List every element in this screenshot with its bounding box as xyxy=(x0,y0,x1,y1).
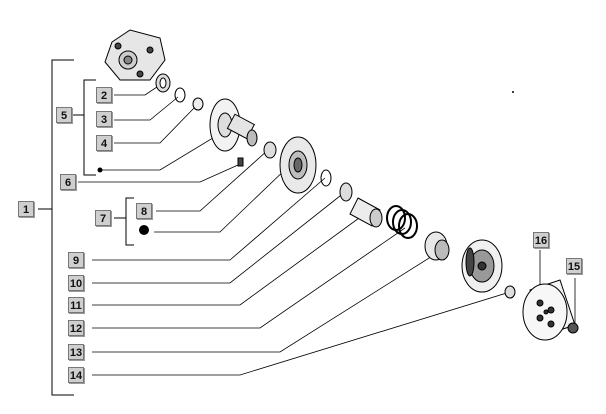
label-9: 9 xyxy=(68,252,84,268)
label-4: 4 xyxy=(96,135,112,151)
part-8-bushing xyxy=(263,141,277,159)
label-5: 5 xyxy=(56,107,72,123)
part-15-nut xyxy=(567,322,579,334)
part-10-washer xyxy=(339,182,353,202)
label-6: 6 xyxy=(60,174,76,190)
lubrication-dot-small xyxy=(97,167,103,173)
part-3-circlip xyxy=(174,87,186,103)
part-6-screw xyxy=(237,157,244,167)
leader-13 xyxy=(92,247,446,353)
label-11: 11 xyxy=(68,297,84,313)
leader-14 xyxy=(92,291,511,376)
bracket-lines xyxy=(38,59,134,396)
part-9-ring xyxy=(320,169,332,187)
label-1: 1 xyxy=(18,201,34,217)
label-7: 7 xyxy=(95,210,111,226)
leader-6 xyxy=(78,164,239,183)
bracket-1 xyxy=(51,59,74,396)
label-13: 13 xyxy=(68,344,84,360)
part-16-clutch-bell xyxy=(522,279,576,341)
parts xyxy=(104,29,579,341)
part-14-nut xyxy=(504,285,516,299)
stray-dot xyxy=(512,91,514,93)
bracket-5 xyxy=(83,79,96,176)
label-12: 12 xyxy=(68,320,84,336)
leader-6-top xyxy=(100,123,237,171)
leader-lines xyxy=(78,84,576,376)
bracket-7 xyxy=(125,197,134,246)
part-11-sleeve xyxy=(349,197,383,228)
part-2-bearing xyxy=(155,73,171,93)
leader-8-dot xyxy=(154,164,291,233)
leader-9 xyxy=(92,177,326,261)
leader-4 xyxy=(114,105,197,144)
part-12-spring xyxy=(386,205,418,239)
label-16: 16 xyxy=(533,232,549,248)
part-4-washer xyxy=(192,97,204,111)
leader-10 xyxy=(92,191,346,284)
leader-2 xyxy=(114,84,161,96)
leader-11 xyxy=(92,209,371,306)
label-14: 14 xyxy=(68,367,84,383)
lubrication-dot-large xyxy=(139,225,149,235)
cover-plate xyxy=(104,29,166,81)
movable-pulley-half xyxy=(279,136,317,194)
label-3: 3 xyxy=(96,111,112,127)
label-15: 15 xyxy=(566,258,582,274)
clutch-assembly xyxy=(461,239,503,293)
fixed-pulley-half xyxy=(209,98,258,152)
leader-3 xyxy=(114,96,179,121)
leader-12 xyxy=(92,227,406,329)
part-13-cup xyxy=(424,231,450,261)
label-10: 10 xyxy=(68,275,84,291)
leader-8 xyxy=(156,149,269,212)
label-2: 2 xyxy=(96,87,112,103)
label-8: 8 xyxy=(136,203,152,219)
